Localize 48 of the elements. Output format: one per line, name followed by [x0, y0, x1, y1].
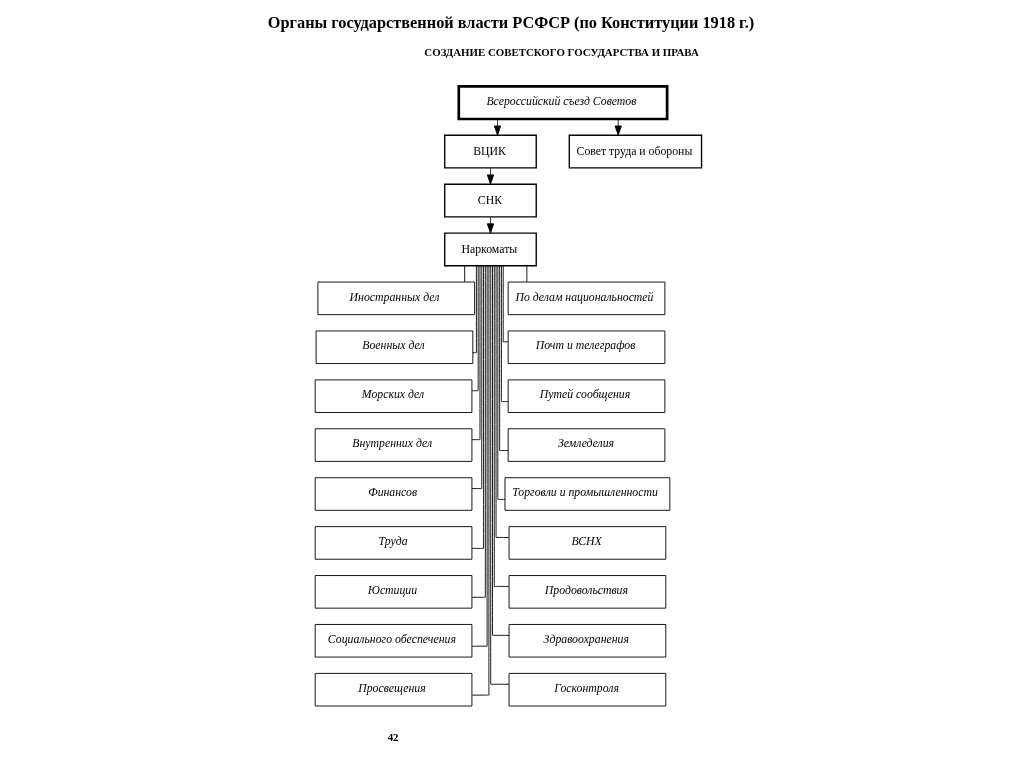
connector: [492, 265, 510, 636]
node-box: СНК: [444, 183, 537, 218]
node-box: ВЦИК: [444, 134, 537, 169]
connector: [471, 265, 479, 392]
connector: [495, 265, 510, 538]
node-box: Военных дел: [315, 330, 474, 365]
connector: [490, 265, 510, 685]
connector: [493, 265, 510, 587]
connector: [472, 265, 477, 354]
label: СОЗДАНИЕ СОВЕТСКОГО ГОСУДАРСТВА И ПРАВА: [424, 45, 699, 58]
node-box: Почт и телеграфов: [507, 330, 666, 365]
node-box: Юстиции: [314, 575, 473, 609]
node-box: Морских дел: [314, 379, 473, 413]
connector: [471, 265, 488, 647]
node-box: Торговли и промышленности: [504, 477, 671, 511]
connector: [499, 265, 509, 451]
node-box: Всероссийский съезд Советов: [457, 85, 669, 121]
node-box: Путей сообщения: [507, 379, 666, 413]
node-box: Иностранных дел: [317, 281, 476, 316]
node-box: Финансов: [314, 477, 473, 511]
arrow: [486, 167, 495, 185]
connector: [497, 265, 506, 500]
node-box: Просвещения: [314, 672, 473, 707]
arrow: [614, 118, 622, 136]
node-box: Социального обеспечения: [314, 624, 473, 658]
connector: [500, 265, 509, 403]
connector: [471, 265, 490, 696]
node-box: Продовольствия: [508, 575, 667, 609]
connector: [471, 265, 486, 598]
arrow: [493, 118, 502, 136]
node-box: Наркоматы: [444, 232, 537, 267]
diagram-title: Органы государственной власти РСФСР (по Конституции 1918 г.): [267, 12, 755, 32]
node-box: Совет труда и обороны: [568, 134, 703, 169]
connector: [471, 265, 484, 549]
connector: [471, 265, 483, 490]
node-box: Внутренних дел: [314, 428, 473, 462]
node-box: По делам национальностей: [507, 281, 666, 316]
node-box: ВСНХ: [508, 526, 667, 560]
connector: [526, 265, 528, 283]
label: 42: [387, 730, 399, 743]
node-box: Труда: [314, 526, 473, 560]
node-box: Госконтроля: [508, 672, 667, 707]
connector: [471, 265, 481, 441]
connector: [502, 265, 509, 343]
node-box: Земледелия: [507, 428, 666, 462]
node-box: Здравоохранения: [508, 624, 667, 658]
connector: [464, 265, 466, 283]
arrow: [486, 216, 495, 234]
